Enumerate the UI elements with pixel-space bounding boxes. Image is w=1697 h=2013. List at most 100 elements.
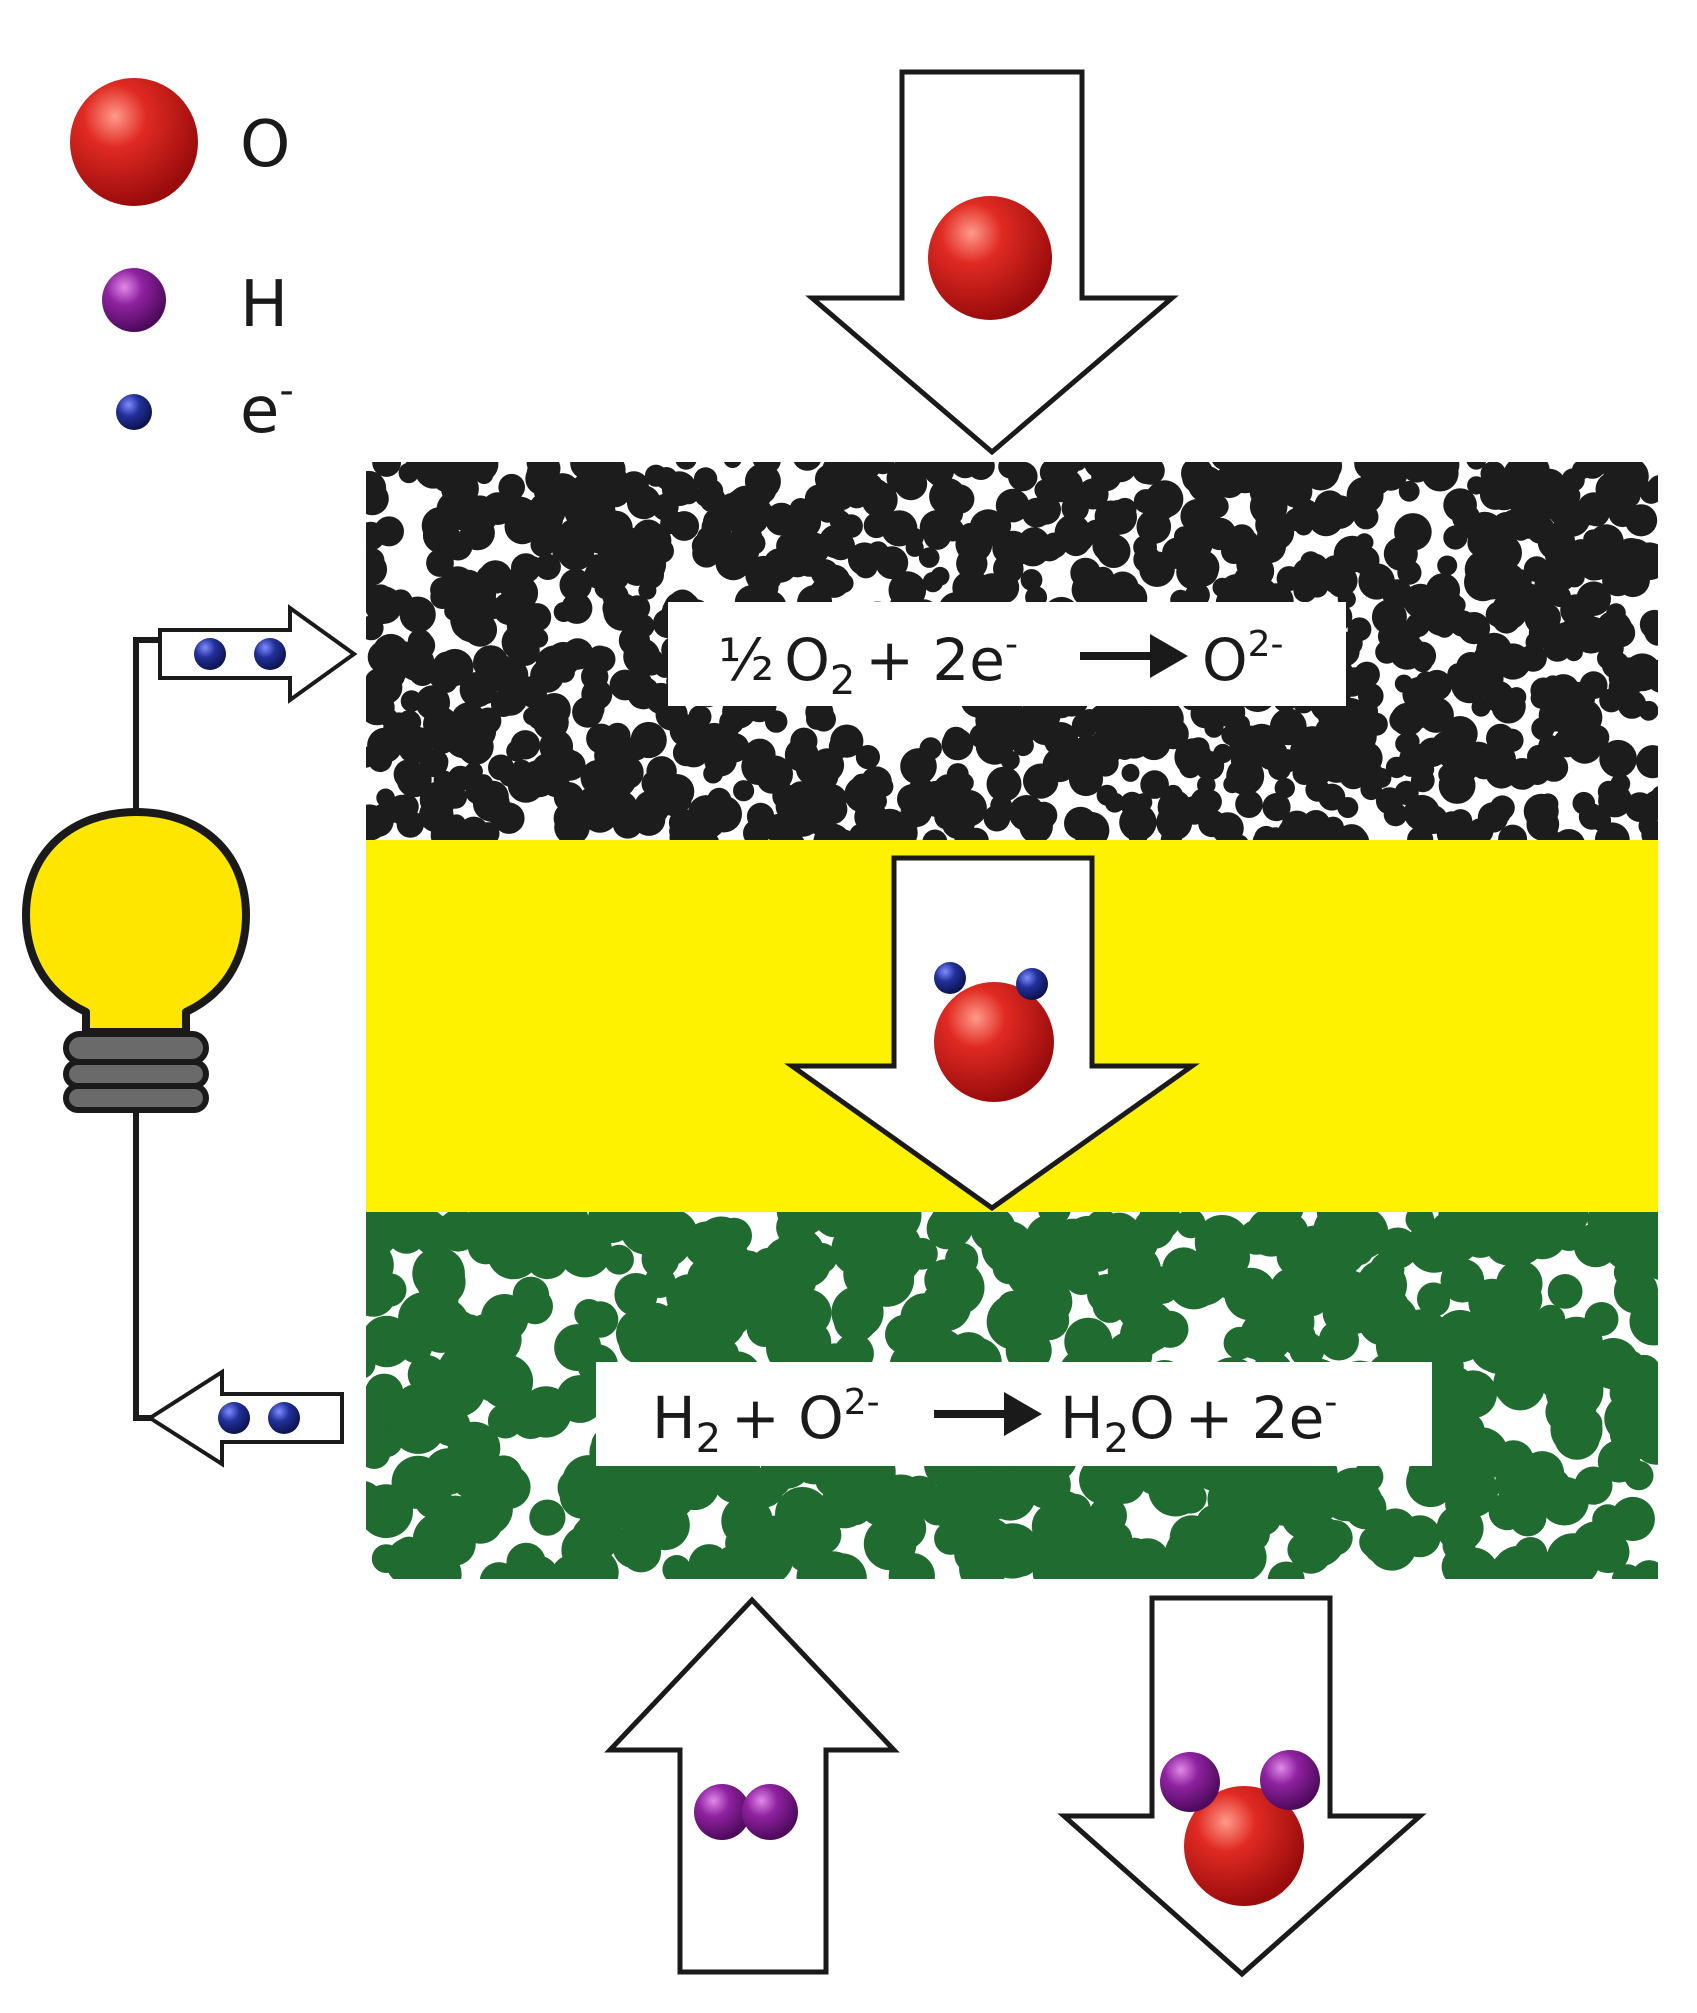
cathode-particle	[803, 813, 824, 834]
cathode-particle	[765, 710, 788, 733]
cathode-particle	[497, 684, 521, 708]
anode-particle	[1434, 1310, 1487, 1363]
svg-text:H2+ O2-: H2+ O2-	[652, 1382, 880, 1462]
anode-particle	[1476, 1330, 1521, 1375]
cathode-particle	[493, 802, 525, 834]
anode-particle	[1085, 1464, 1124, 1502]
cathode-particle	[393, 759, 424, 790]
anode-particle	[1023, 1461, 1071, 1509]
cathode-particle	[436, 648, 474, 687]
water-outflow-arrow	[1057, 1595, 1427, 1978]
anode-particle	[1508, 1471, 1548, 1511]
cathode-particle	[817, 502, 838, 523]
cathode-particle	[405, 462, 442, 476]
cathode-particle	[1443, 525, 1468, 550]
anode-particle	[1194, 1215, 1250, 1270]
cathode-particle	[447, 765, 474, 791]
anode-particle	[466, 1212, 518, 1251]
cathode-particle	[1572, 791, 1596, 815]
cathode-particle	[649, 538, 674, 564]
cathode-particle	[410, 654, 434, 677]
cathode-particle	[669, 714, 703, 747]
cathode-particle	[419, 749, 449, 778]
anode-particle	[1550, 1403, 1603, 1456]
anode-particle	[516, 1555, 559, 1579]
anode-particle	[646, 1212, 698, 1261]
anode-particle	[571, 1514, 619, 1562]
anode-particle	[409, 1212, 447, 1246]
anode-particle	[1139, 1212, 1171, 1237]
cathode-particle	[1034, 479, 1056, 501]
cathode-particle	[1255, 507, 1290, 542]
cathode-particle	[1230, 834, 1248, 840]
cathode-particle	[1383, 802, 1408, 827]
anode-particle	[615, 1496, 653, 1534]
cathode-particle	[661, 471, 697, 507]
cathode-particle	[781, 513, 807, 539]
anode-particle	[1592, 1504, 1624, 1536]
anode-particle	[721, 1495, 773, 1547]
cathode-particle	[993, 553, 1024, 584]
anode-particle	[776, 1212, 815, 1247]
anode-particle	[934, 1522, 967, 1555]
electron-particle	[218, 1402, 250, 1434]
cathode-particle	[1473, 646, 1494, 667]
anode-particle	[1509, 1499, 1547, 1537]
anode-particle	[722, 1250, 771, 1299]
cathode-particle	[1552, 729, 1581, 758]
anode-particle	[556, 1375, 604, 1423]
cathode-particle	[1579, 671, 1608, 700]
cathode-particle	[479, 655, 501, 676]
anode-particle	[853, 1278, 882, 1308]
cathode-particle	[1223, 775, 1242, 794]
cathode-particle	[672, 739, 700, 767]
oxygen-inflow-arrow	[805, 69, 1179, 456]
cathode-particle	[867, 541, 889, 563]
anode-particle	[873, 1474, 929, 1530]
cathode-particle	[710, 521, 732, 542]
cathode-particle	[995, 488, 1030, 523]
svg-text:O2-: O2-	[1202, 624, 1284, 694]
cathode-particle	[1639, 609, 1658, 639]
cathode-particle	[638, 581, 657, 600]
cathode-particle	[1029, 714, 1060, 745]
cathode-particle	[1235, 790, 1263, 818]
cathode-particle	[1346, 476, 1384, 514]
anode-particle	[1277, 1229, 1321, 1272]
cathode-particle	[1650, 786, 1658, 807]
cathode-particle	[830, 724, 864, 758]
cathode-particle	[1538, 493, 1565, 520]
anode-particle	[816, 1553, 867, 1579]
cathode-particle	[1625, 504, 1658, 537]
cathode-particle	[1120, 791, 1145, 817]
cathode-particle	[533, 704, 569, 741]
cathode-particle	[1234, 725, 1266, 757]
cathode-particle	[1402, 676, 1437, 712]
anode-particle	[373, 1273, 407, 1307]
cathode-particle	[1576, 581, 1611, 616]
cathode-particle	[501, 624, 538, 661]
cathode-particle	[983, 804, 1011, 832]
anode-equation: H2+ O2- H2O+ 2e-	[596, 1362, 1432, 1466]
cathode-particle	[632, 802, 666, 836]
anode-particle	[1587, 1212, 1620, 1236]
cathode-particle	[783, 549, 812, 578]
cathode-particle	[1598, 783, 1632, 818]
cathode-particle	[817, 564, 851, 598]
cathode-particle	[498, 473, 525, 501]
anode-particle	[1293, 1515, 1345, 1567]
anode-particle	[1162, 1459, 1199, 1496]
anode-particle	[1451, 1478, 1484, 1512]
cathode-particle	[860, 766, 892, 798]
anode-particle	[1004, 1542, 1039, 1577]
cathode-particle	[1049, 476, 1075, 503]
cathode-particle	[609, 755, 644, 790]
legend: O H e-	[70, 78, 294, 448]
cathode-particle	[778, 831, 805, 840]
cathode-particle	[1300, 551, 1322, 573]
cathode-particle	[637, 648, 665, 676]
cathode-particle	[1503, 463, 1539, 500]
anode-particle	[366, 1382, 404, 1426]
cathode-particle	[1466, 462, 1487, 470]
